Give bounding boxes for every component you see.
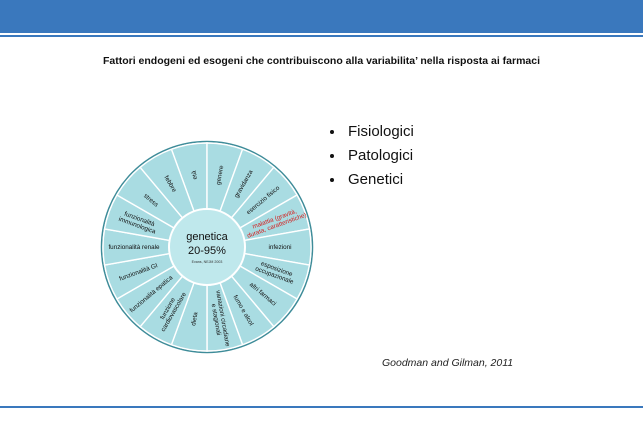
wheel-segment-label-line: età xyxy=(191,170,200,180)
header-bar xyxy=(0,0,643,33)
footer-divider xyxy=(0,406,643,408)
wheel-segment-label-line: genere xyxy=(215,164,225,185)
wheel-segments xyxy=(100,140,314,354)
wheel-segment-label-line: dieta xyxy=(190,311,199,326)
header-divider xyxy=(0,35,643,37)
wheel-segment-label: infezioni xyxy=(268,244,291,251)
wheel-center-value: 20-95% xyxy=(188,245,226,257)
bullet-dot-icon xyxy=(330,178,334,182)
bullet-item-fisiologici: Fisiologici xyxy=(330,120,414,144)
slide-title: Fattori endogeni ed esogeni che contribu… xyxy=(102,55,541,67)
bullet-dot-icon xyxy=(330,130,334,134)
bullet-item-patologici: Patologici xyxy=(330,144,414,168)
bullet-list: Fisiologici Patologici Genetici xyxy=(330,120,414,192)
bullet-label: Patologici xyxy=(348,147,414,164)
wheel-segment-label: dieta xyxy=(190,311,199,326)
wheel-center-circle xyxy=(168,208,246,286)
wheel-segment-label-line: infezioni xyxy=(268,244,291,251)
citation: Goodman and Gilman, 2011 xyxy=(382,357,514,369)
wheel-segment-label: funzionalità renale xyxy=(108,244,160,251)
wheel-segment-label-line: funzionalità renale xyxy=(108,244,160,251)
bullet-item-genetici: Genetici xyxy=(330,168,414,192)
wheel-outline xyxy=(100,140,314,354)
bullet-label: Genetici xyxy=(348,171,404,188)
wheel-segment-label: età xyxy=(191,170,200,180)
wheel-segment-label: genere xyxy=(215,164,225,185)
wheel-center-title: genetica xyxy=(186,231,228,243)
bullet-dot-icon xyxy=(330,154,334,158)
bullet-label: Fisiologici xyxy=(348,123,414,140)
wheel-center-note: Evans, NEJM 2003 xyxy=(192,260,223,264)
